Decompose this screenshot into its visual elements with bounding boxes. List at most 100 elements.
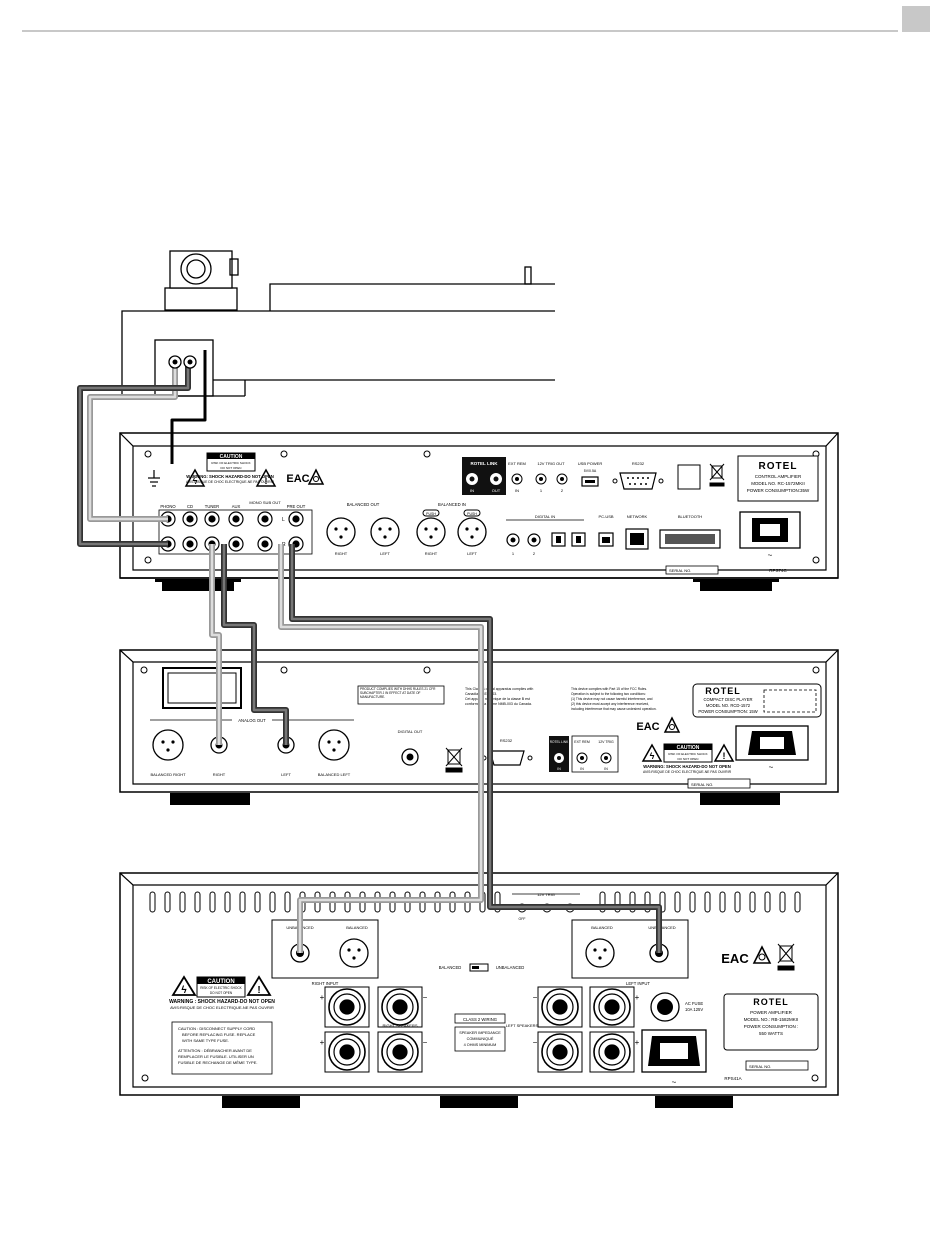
- pa-caution-line: DO NOT OPEN: [210, 991, 233, 995]
- cd-foot-right: [700, 793, 780, 805]
- pa-shock-warning-icon: ϟ: [171, 975, 197, 996]
- class2-box: [454, 1013, 506, 1024]
- cd-caution-title: CAUTION: [677, 745, 700, 751]
- vent-slot: [194, 891, 201, 913]
- analog-out-label: ANALOG OUT: [238, 718, 266, 723]
- pre-out-cable: [278, 544, 662, 953]
- polarity-mark: +: [635, 1038, 640, 1047]
- turntable-output-jacks: [168, 350, 207, 372]
- push-label: PUSH: [467, 512, 477, 516]
- pa-serial-label: SERIAL NO.: [749, 1064, 771, 1069]
- ac-fuse-label: AC FUSE: [685, 1001, 703, 1006]
- eac-mark: EAC: [286, 473, 309, 485]
- ac-fuse-rating: 10A 125V: [685, 1007, 703, 1012]
- serial-box: [665, 565, 719, 575]
- fcc-compliance-line: (2) this device must accept any interfer…: [571, 702, 649, 706]
- fcc-compliance-line: Operation is subject to the following tw…: [571, 692, 646, 696]
- cd-rs232-port[interactable]: [489, 750, 525, 766]
- amp-brand: ROTEL: [759, 461, 798, 472]
- amp-label-line: CONTROL AMPLIFIER: [755, 474, 802, 479]
- canada-compliance-line: Cet appareil numérique de la classe B es…: [465, 697, 530, 701]
- rca-jacks: [160, 511, 304, 552]
- cd-ac-symbol: ~: [769, 763, 774, 772]
- speaker-post-frame: [377, 1031, 423, 1073]
- phono-cable: [77, 366, 207, 547]
- right-input-label: RIGHT INPUT: [312, 981, 339, 986]
- pa-label-line: POWER CONSUMPTION :: [744, 1024, 799, 1029]
- cd-rs232-label: RS232: [500, 738, 513, 743]
- speaker-post-ring: [339, 1044, 355, 1060]
- polarity-mark: −: [423, 993, 428, 1002]
- balanced-out-right-xlr[interactable]: [326, 517, 356, 547]
- vent-slot: [254, 891, 261, 913]
- pa-ref-code: RPS41A: [724, 1076, 741, 1081]
- weee-label: [677, 464, 701, 490]
- fcc-compliance-line: including interference that may cause un…: [571, 707, 657, 711]
- balanced-left-xlr[interactable]: [318, 729, 350, 761]
- vent-slot: [164, 891, 171, 913]
- balanced-out-left-xlr[interactable]: [370, 517, 400, 547]
- right-balanced-xlr[interactable]: [339, 938, 369, 968]
- page-tab: [902, 6, 930, 32]
- pa-trig-label: 12V TRIG: [537, 892, 555, 897]
- push-tab[interactable]: [422, 509, 440, 517]
- vent-slot: [779, 891, 786, 913]
- pa-foot-center: [440, 1096, 518, 1108]
- cd-rotel-link-in-label: IN: [557, 767, 561, 771]
- speaker-post-ring: [392, 999, 408, 1015]
- fuse-attention-line: FUSIBLE DE RECHANGE DE MÊME TYPE.: [178, 1060, 258, 1065]
- push-label: PUSH: [426, 512, 436, 516]
- rotel-link-label: ROTEL LINK: [471, 461, 499, 466]
- fcc-compliance-line: This device complies with Part 15 of the…: [571, 687, 647, 691]
- aux-label: AUX: [232, 504, 241, 509]
- speaker-post-ring: [392, 1044, 408, 1060]
- cd-serial-label: SERIAL NO.: [691, 782, 713, 787]
- cd-ext-rem-label: EXT REM: [574, 740, 590, 744]
- left-balanced-xlr[interactable]: [585, 938, 615, 968]
- phono-label: PHONO: [160, 504, 176, 509]
- cd-display-window: [162, 667, 242, 709]
- rs232-port[interactable]: [619, 472, 657, 490]
- pa-warning-fr: AVIS:RISQUE DE CHOC ELECTRIQUE-NE PAS OU…: [170, 1005, 274, 1010]
- cd-trig-in-label: IN: [604, 767, 608, 771]
- cd-warning-fr: AVIS:RISQUE DE CHOC ELECTRIQUE-NE PAS OU…: [643, 770, 732, 774]
- pa-model-label: [723, 993, 819, 1051]
- dhhs-compliance-box: [357, 685, 445, 705]
- balanced-right-xlr[interactable]: [152, 729, 184, 761]
- cd-analog-cable: [209, 544, 289, 745]
- trig-1-label: 1: [540, 488, 543, 493]
- speaker-post-ring: [552, 999, 568, 1015]
- left-unbalanced-label: UNBALANCED: [648, 925, 675, 930]
- control-amplifier: ϟ CAUTION RISK OF ELECTRIC SHOCK DO NOT …: [119, 432, 839, 591]
- pa-rcm-mark-icon: [752, 945, 772, 964]
- vent-slot: [749, 891, 756, 913]
- fuse-caution-box: [171, 1021, 273, 1075]
- bluetooth-label: BLUETOOTH: [678, 514, 702, 519]
- cd-label-line: POWER CONSUMPTION: 15W: [698, 709, 757, 714]
- balanced-right-label: BALANCED RIGHT: [150, 772, 186, 777]
- dhhs-compliance-text: PRODUCT COMPLIES WITH DHHS RULES 21 CFR …: [360, 687, 436, 700]
- vent-slot: [689, 891, 696, 913]
- balanced-in-left-xlr[interactable]: [457, 517, 487, 547]
- push-tab[interactable]: [463, 509, 481, 517]
- vent-slot: [764, 891, 771, 913]
- turntable-tonearm-rest: [524, 266, 532, 285]
- speaker-terminals: +−+−−+−+: [320, 986, 640, 1073]
- pre-channel-l: L: [282, 517, 285, 523]
- svg-text:!: !: [257, 985, 260, 996]
- pre-out-label: PRE OUT: [287, 504, 306, 509]
- cd-warning-text: WARNING: SHOCK HAZARD-DO NOT OPEN: [643, 764, 730, 769]
- pa-foot-right: [655, 1096, 733, 1108]
- weee-bin-icon: [709, 463, 725, 487]
- pa-off-label: OFF: [519, 917, 526, 921]
- exclamation-warning-icon: !: [255, 468, 277, 487]
- balanced-in-right-xlr[interactable]: [416, 517, 446, 547]
- balanced-in-label: BALANCED IN: [438, 502, 466, 507]
- header-rule: [22, 30, 898, 32]
- ext-rem-in-label: IN: [515, 488, 519, 493]
- caution-line: DO NOT OPEN: [221, 466, 242, 470]
- pc-usb-label: PC-USB: [598, 514, 613, 519]
- xlr-right-label: RIGHT: [335, 551, 348, 556]
- digital-2-label: 2: [533, 551, 536, 556]
- cd-serial-box: [687, 778, 751, 789]
